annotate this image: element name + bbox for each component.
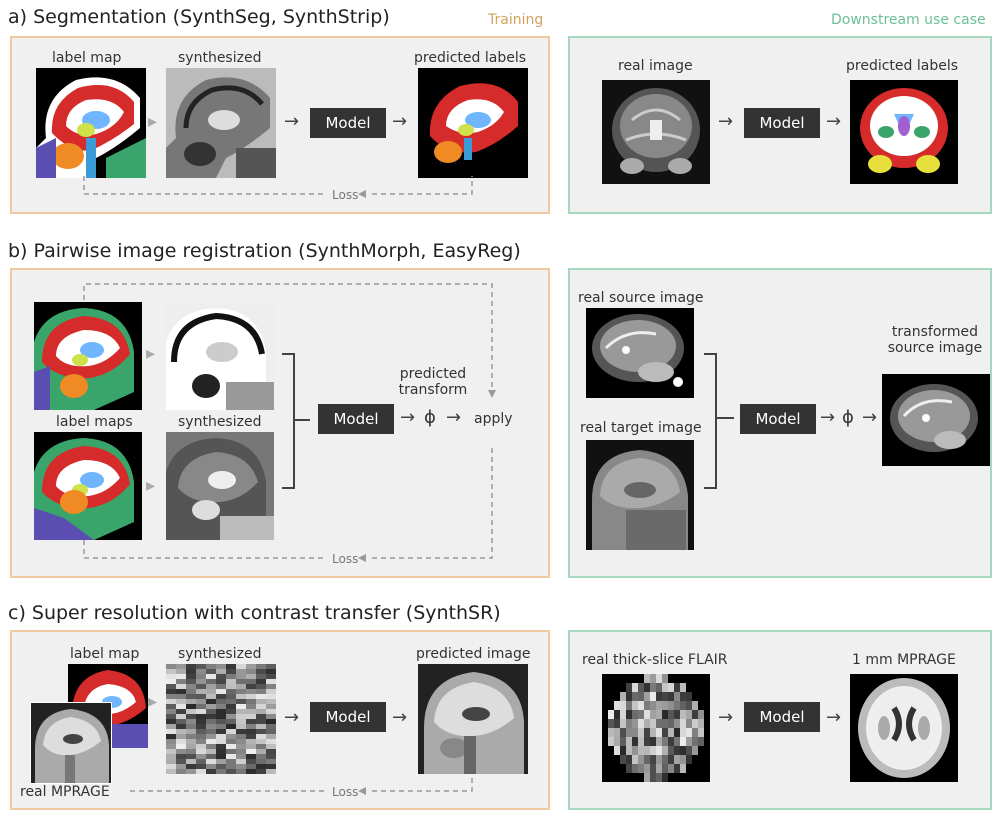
arrow-a4: → — [718, 111, 734, 132]
arrow-b3: → — [400, 407, 416, 428]
label-map-c-label: label map — [70, 646, 140, 662]
apply-label: apply — [474, 411, 513, 427]
section-a-downstream-panel: real image → Model → predicted labels — [568, 36, 992, 214]
real-flair-label: real thick-slice FLAIR — [582, 652, 728, 668]
real-target-image — [586, 440, 694, 550]
real-mprage-image — [30, 702, 112, 784]
model-box-c-down: Model — [744, 702, 820, 732]
phi-symbol-b-down: ϕ — [842, 407, 854, 428]
synthesized-top-image — [166, 302, 274, 410]
label-map-image — [36, 68, 146, 178]
section-b-downstream-panel: real source image real target image Mode… — [568, 268, 992, 578]
section-b-training-panel: ▸ label maps synthesized ▸ — [10, 268, 550, 578]
label-map-label: label map — [52, 50, 122, 66]
loss-label-b: Loss — [328, 552, 363, 566]
arrow-a3: → — [392, 111, 408, 132]
loss-label-c: Loss — [328, 785, 363, 799]
predicted-labels-label: predicted labels — [414, 50, 527, 66]
arrow-c2: → — [284, 707, 300, 728]
section-a-title: a) Segmentation (SynthSeg, SynthStrip) — [8, 6, 390, 28]
mprage-label: 1 mm MPRAGE — [852, 652, 956, 668]
real-image — [602, 80, 710, 184]
model-box-a-train: Model — [310, 108, 386, 138]
real-target-label: real target image — [580, 420, 702, 436]
model-box-c-train: Model — [310, 702, 386, 732]
model-box-b-train: Model — [318, 404, 394, 434]
training-tag: Training — [488, 12, 544, 28]
section-b-title: b) Pairwise image registration (SynthMor… — [8, 240, 521, 262]
arrow-a2: → — [284, 111, 300, 132]
predicted-image-label: predicted image — [416, 646, 531, 662]
transformed-source-image — [882, 374, 990, 466]
synthesized-c-image — [166, 664, 276, 774]
mprage-image — [850, 674, 958, 782]
downstream-tag: Downstream use case — [831, 12, 986, 28]
phi-symbol-b: ϕ — [424, 407, 436, 428]
label-maps-label: label maps — [56, 414, 133, 430]
real-source-image — [586, 308, 694, 398]
model-box-a-down: Model — [744, 108, 820, 138]
arrow-b6: → — [862, 407, 878, 428]
predicted-labels-image — [418, 68, 528, 178]
synthesized-b-label: synthesized — [178, 414, 262, 430]
section-c-title: c) Super resolution with contrast transf… — [8, 602, 501, 624]
real-source-label: real source image — [578, 290, 704, 306]
arrow-b5: → — [820, 407, 836, 428]
model-box-b-down: Model — [740, 404, 816, 434]
transformed-source-label: transformed source image — [887, 324, 983, 356]
arrow-b2: ▸ — [146, 475, 156, 496]
arrow-a5: → — [826, 111, 842, 132]
section-a-training-panel: label map ▸ synthesized → Model → predic… — [10, 36, 550, 214]
predicted-labels-down-image — [850, 80, 958, 184]
synthesized-c-label: synthesized — [178, 646, 262, 662]
real-flair-image — [602, 674, 710, 782]
arrow-c3: → — [392, 707, 408, 728]
synthesized-bottom-image — [166, 432, 274, 540]
arrow-b4: → — [446, 407, 462, 428]
arrow-c5: → — [826, 707, 842, 728]
predicted-labels-down-label: predicted labels — [846, 58, 959, 74]
label-map-top-image — [34, 302, 142, 410]
synthesized-label: synthesized — [178, 50, 262, 66]
section-c-downstream-panel: real thick-slice FLAIR → Model → 1 mm MP… — [568, 630, 992, 810]
label-map-bottom-image — [34, 432, 142, 540]
loss-label-a: Loss — [328, 188, 363, 202]
real-image-label: real image — [618, 58, 693, 74]
arrow-a1: ▸ — [148, 111, 158, 132]
section-c-training-panel: label map real MPRAGE ▸ synthesized → Mo… — [10, 630, 550, 810]
predicted-transform-label: predicted transform — [398, 366, 468, 398]
arrow-b1: ▸ — [146, 343, 156, 364]
arrow-c1: ▸ — [148, 691, 158, 712]
predicted-image — [418, 664, 528, 774]
arrow-c4: → — [718, 707, 734, 728]
synthesized-image — [166, 68, 276, 178]
real-mprage-label: real MPRAGE — [20, 784, 110, 800]
